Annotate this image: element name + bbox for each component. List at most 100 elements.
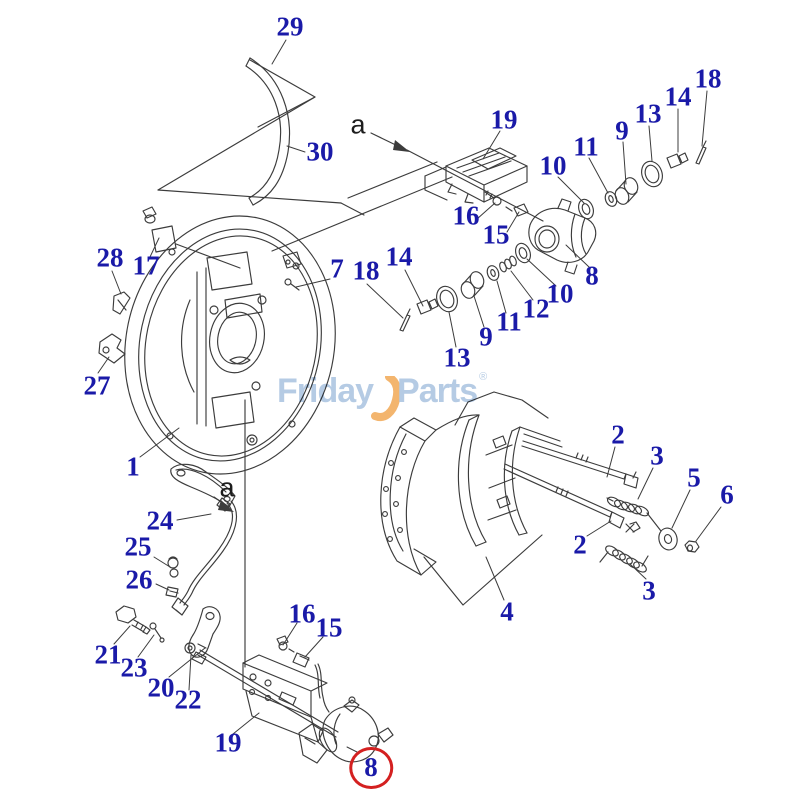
registered-trademark-icon: ®: [479, 371, 487, 383]
watermark-logo: Friday Parts ®: [277, 371, 487, 428]
part-callout: 22: [174, 684, 202, 715]
part-callout-number: 9: [479, 321, 493, 352]
part-callout: a: [350, 109, 366, 140]
part-callout: a: [219, 474, 234, 502]
part-callout: 3: [642, 575, 656, 606]
lever-cable-group: [115, 463, 237, 665]
watermark-swoosh-icon: [371, 373, 402, 428]
part-callout: 8: [349, 747, 393, 789]
part-callout: 26: [125, 564, 153, 595]
part-callout-number: 10: [539, 150, 567, 181]
part-callout: 18: [352, 255, 380, 286]
part-callout-number: 9: [615, 115, 629, 146]
part-callout: 25: [125, 533, 152, 561]
part-callout: 2: [611, 419, 625, 450]
part-callout: 6: [720, 479, 734, 510]
part-callout-number: 21: [94, 639, 122, 670]
part-callout-number: 4: [500, 596, 514, 627]
part-callout: 15: [483, 221, 510, 249]
part-callout: 4: [500, 596, 514, 627]
part-callout-number: 16: [452, 200, 480, 231]
section-plane-lines: [157, 59, 544, 668]
part-callout: 9: [615, 115, 629, 146]
part-callout-number: 2: [573, 529, 587, 560]
part-callout: 14: [664, 81, 692, 112]
part-callout-number: 5: [687, 462, 701, 493]
part-callout-number: 22: [174, 684, 202, 715]
bolts-16-15-top: [484, 190, 529, 217]
part-callout-number: 3: [650, 440, 664, 471]
part-callout-number: 3: [642, 575, 656, 606]
part-callout-number: 23: [120, 652, 148, 683]
part-callout: 12: [522, 293, 550, 324]
part-callout: 13: [443, 342, 471, 373]
part-callout: 3: [650, 440, 664, 471]
part-callout-number: 19: [490, 104, 518, 135]
part-callout: 16: [452, 200, 480, 231]
part-callout: 14: [385, 241, 413, 272]
part-callout-number: 7: [330, 253, 344, 284]
part-callout-number: 1: [126, 451, 140, 482]
part-callout-number: 11: [496, 306, 522, 337]
part-callout-number: 6: [720, 479, 734, 510]
part-callout-number: 17: [132, 250, 160, 281]
part-callout-number: 14: [385, 241, 413, 272]
brake-shoes-4: [380, 391, 563, 606]
part-callout: 27: [83, 370, 111, 401]
view-arrow-a-top: [370, 132, 410, 152]
part-callout: 30: [306, 136, 334, 167]
part-callout-number: 8: [364, 752, 378, 782]
part-callout: 2: [573, 529, 587, 560]
part-callout-number: 30: [306, 136, 334, 167]
part-callout: 17: [132, 250, 160, 281]
part-callout: 16: [288, 598, 316, 629]
part-callout-number: 12: [522, 293, 550, 324]
part-callout-number: 16: [288, 598, 316, 629]
part-callout: 10: [547, 280, 574, 308]
part-callout: 19: [490, 104, 518, 135]
part-callout-number: 24: [146, 505, 174, 536]
part-callout: 11: [496, 306, 522, 337]
part-callout: 28: [96, 242, 124, 273]
part-callout-number: 13: [634, 98, 662, 129]
part-callout-number: 8: [585, 260, 599, 291]
part-callout: 13: [634, 98, 662, 129]
part-callout: 24: [146, 505, 174, 536]
part-callout: 20: [147, 672, 175, 703]
part-callout: 5: [687, 462, 701, 493]
part-callout-number: 19: [214, 727, 242, 758]
part-callout-number: 27: [83, 370, 111, 401]
part-callout: 23: [120, 652, 148, 683]
retainer-strip-29-30: [245, 57, 291, 206]
part-callout-number: 18: [352, 255, 380, 286]
part-callout-number: 2: [611, 419, 625, 450]
part-callout-number: a: [350, 109, 366, 140]
part-callout: 29: [277, 13, 304, 41]
part-callout-number: 18: [694, 63, 722, 94]
bracket-19-top: [424, 147, 528, 204]
part-callout: 15: [315, 612, 343, 643]
rods-springs-washer-nut: [503, 440, 700, 573]
part-callout-number: 15: [315, 612, 343, 643]
part-callout-number: 28: [96, 242, 124, 273]
part-callout: 7: [330, 253, 344, 284]
part-callout-number: 26: [125, 564, 153, 595]
backing-plate-1: [124, 215, 336, 475]
watermark-text-right: Parts: [397, 372, 478, 410]
part-callout: 21: [94, 639, 122, 670]
part-callout: 11: [573, 131, 599, 162]
part-callout: 10: [539, 150, 567, 181]
wheel-cylinder-8-top: [399, 140, 707, 332]
part-callout-number: 20: [147, 672, 175, 703]
part-callout-number: 11: [573, 131, 599, 162]
leader-lines: [97, 39, 722, 753]
part-callout: 18: [694, 63, 722, 94]
part-callout-number: 13: [443, 342, 471, 373]
part-callout: 9: [479, 321, 493, 352]
part-callout: 19: [214, 727, 242, 758]
part-callout: 8: [585, 260, 599, 291]
part-callout-number: 14: [664, 81, 692, 112]
